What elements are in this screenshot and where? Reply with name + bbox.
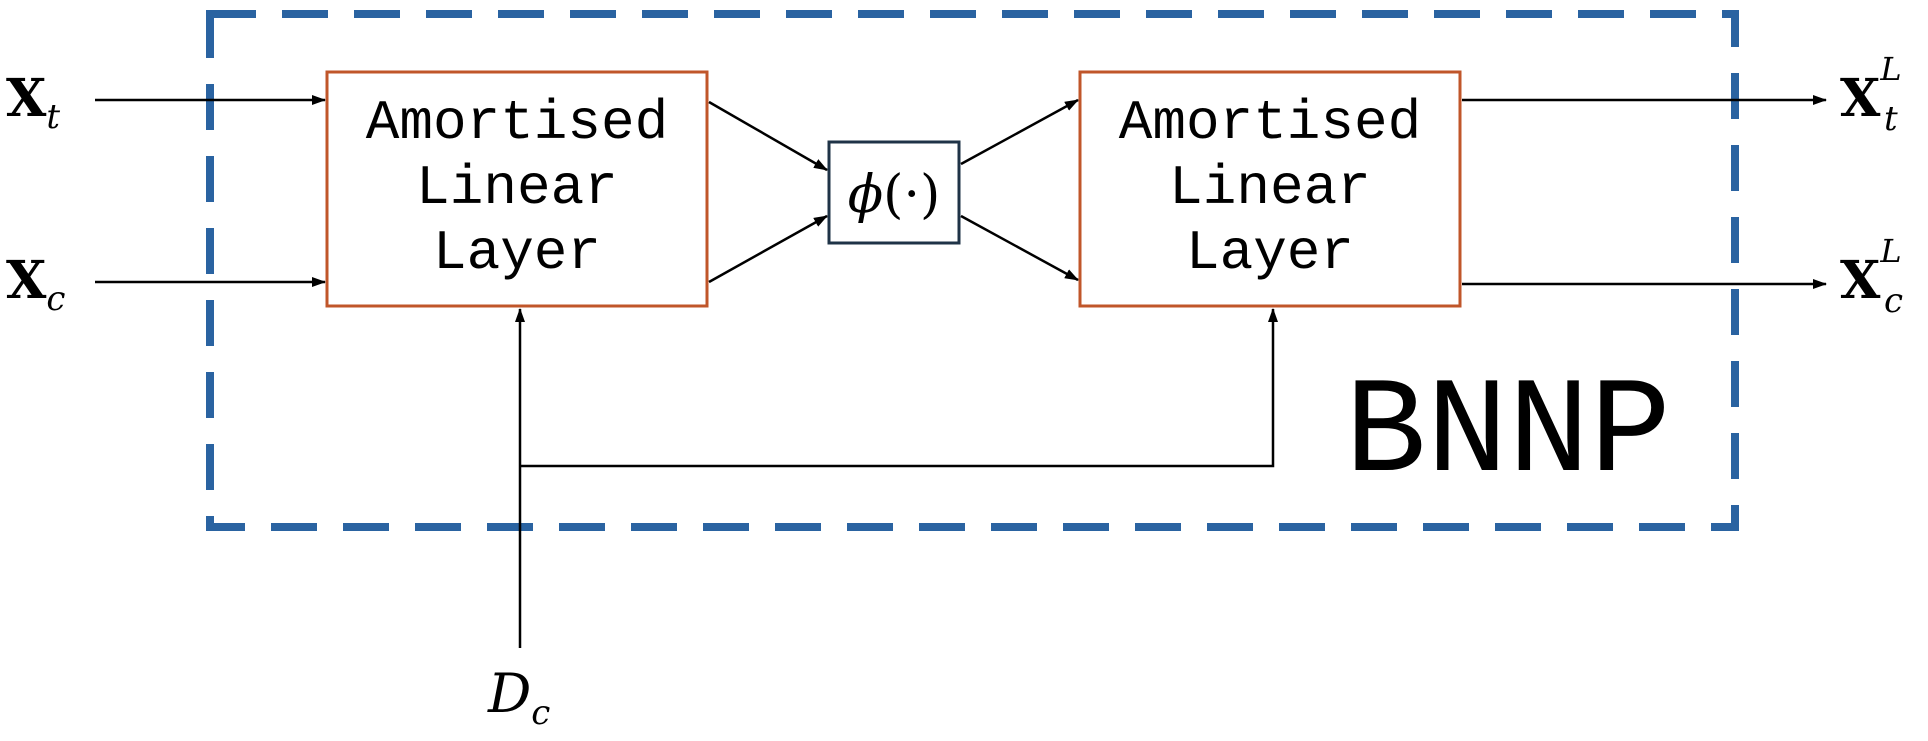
layer-2-line2: Linear bbox=[1169, 156, 1371, 220]
amortised-linear-layer-2: Amortised Linear Layer bbox=[1078, 70, 1462, 308]
layer-1-line3: Layer bbox=[433, 221, 601, 285]
layer-1-line1: Amortised bbox=[366, 91, 668, 155]
layer-2-line3: Layer bbox=[1186, 221, 1354, 285]
amortised-linear-layer-1: Amortised Linear Layer bbox=[325, 70, 709, 308]
bnnp-label: BNNP bbox=[1345, 357, 1671, 511]
bnnp-container bbox=[206, 10, 1739, 531]
phi-args: (·) bbox=[883, 165, 940, 225]
activation-box bbox=[827, 140, 961, 245]
arrow-layer1-to-phi-bottom bbox=[708, 214, 828, 284]
arrow-phi-to-layer2-bottom bbox=[960, 214, 1079, 282]
layer-1-box bbox=[325, 70, 709, 308]
layer-2-box bbox=[1078, 70, 1462, 308]
layer-1-line2: Linear bbox=[416, 156, 618, 220]
input-xt-label: Xt bbox=[6, 68, 60, 137]
arrow-dc-to-layer2 bbox=[520, 308, 1278, 468]
connections bbox=[95, 95, 1827, 648]
phi-symbol: ϕ bbox=[848, 165, 883, 225]
input-xc-label: Xc bbox=[6, 250, 65, 319]
input-dc-label: Dc bbox=[487, 662, 550, 733]
activation-function: ϕ(·) bbox=[827, 140, 961, 245]
arrow-layer1-to-phi-top bbox=[708, 100, 828, 172]
layer-2-line1: Amortised bbox=[1119, 91, 1421, 155]
arrow-phi-to-layer2-top bbox=[960, 98, 1079, 166]
svg-text:ϕ(·): ϕ(·) bbox=[848, 165, 941, 225]
